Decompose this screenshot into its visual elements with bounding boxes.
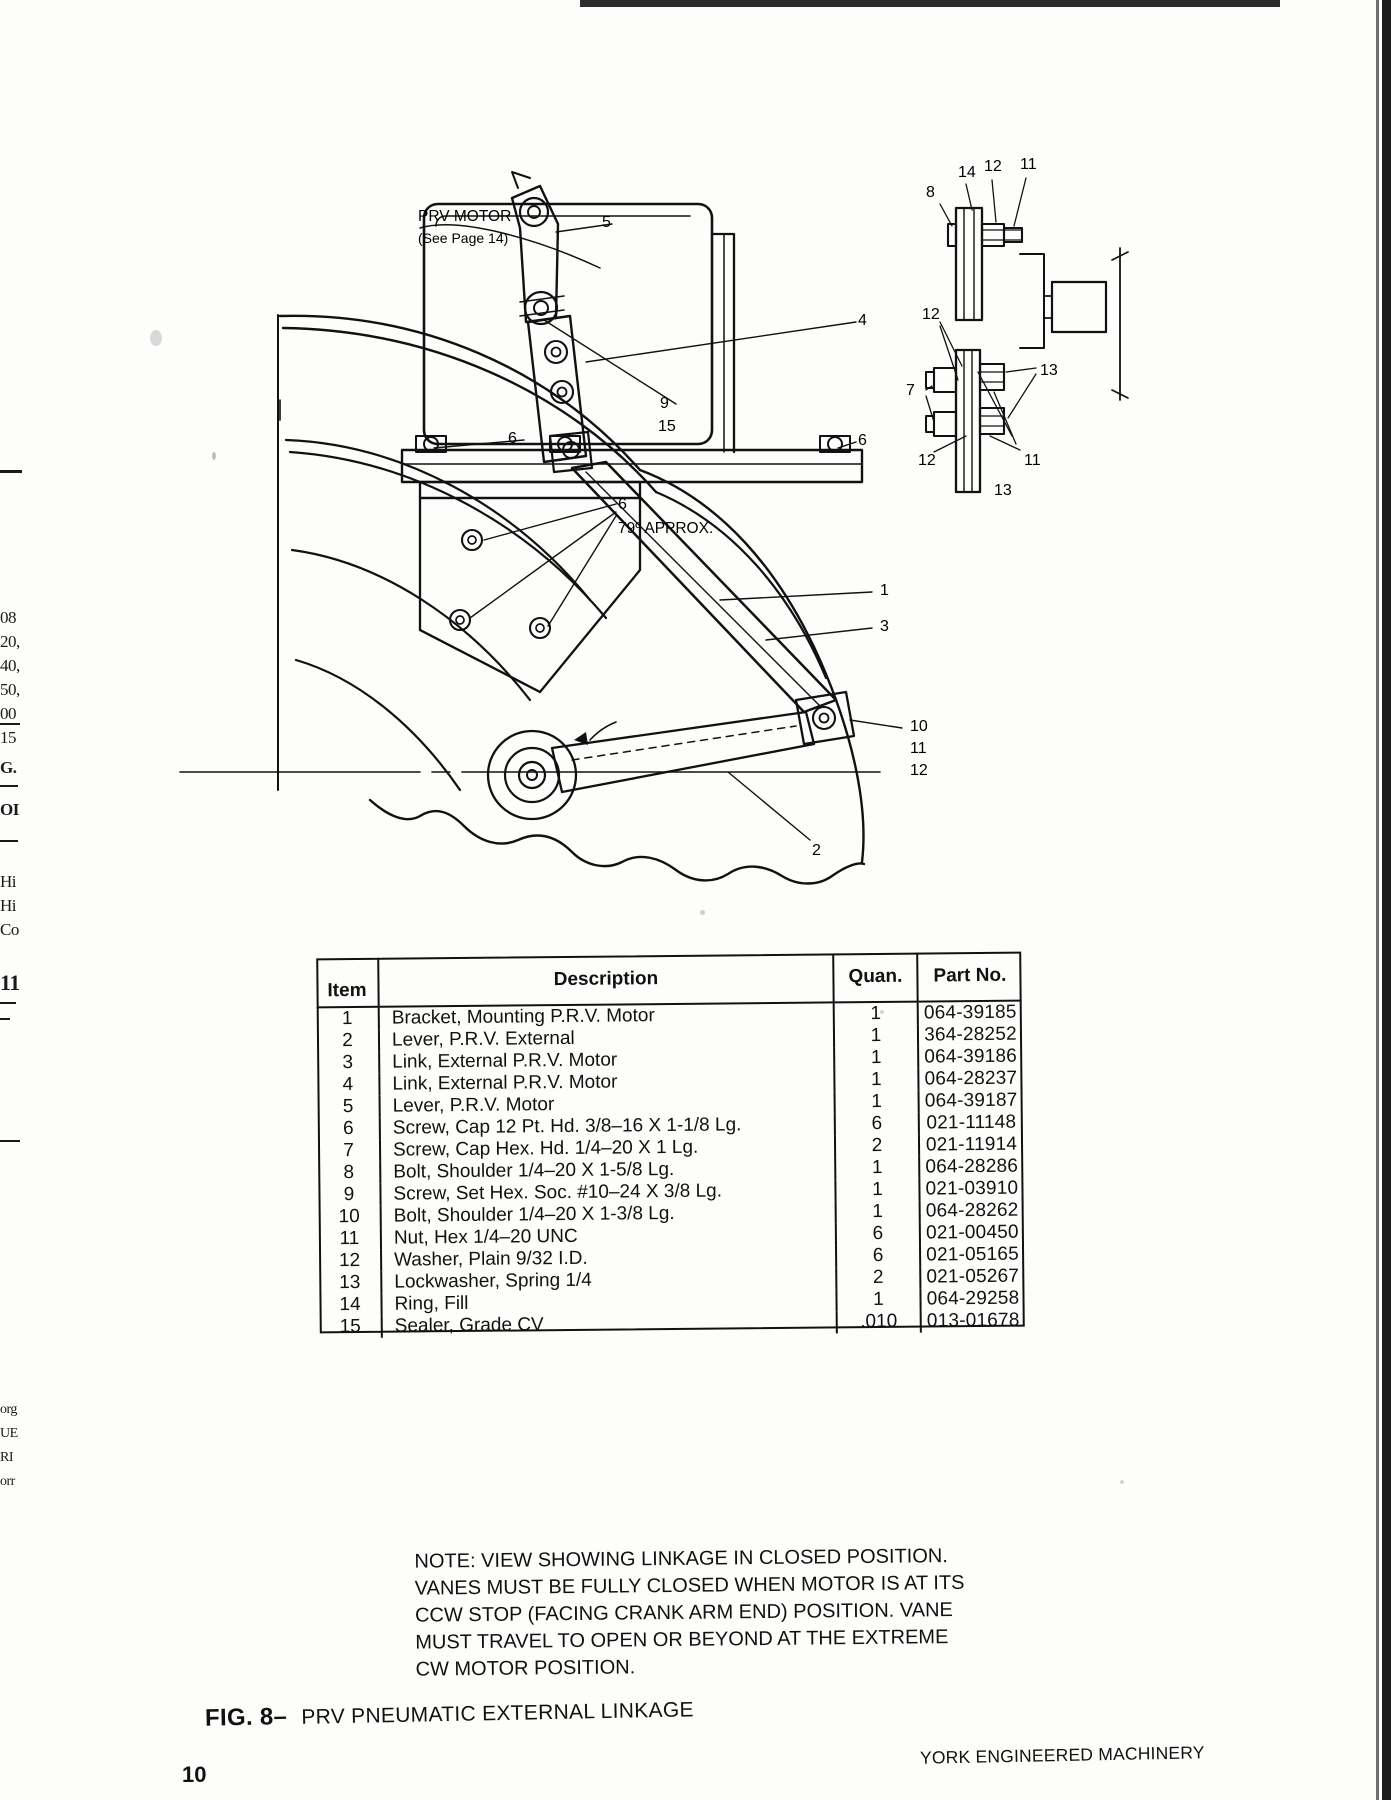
detail-callout-7: 7 bbox=[906, 382, 915, 399]
scan-speck bbox=[1120, 1480, 1124, 1484]
scan-speck bbox=[880, 1010, 884, 1014]
callout-15: 15 bbox=[658, 418, 676, 435]
note-block: NOTE: VIEW SHOWING LINKAGE IN CLOSED POS… bbox=[414, 1541, 1115, 1683]
callout-5: 5 bbox=[602, 214, 611, 231]
callout-4: 4 bbox=[858, 312, 867, 329]
figure-caption-prefix: FIG. 8– bbox=[204, 1703, 288, 1732]
callout-12: 12 bbox=[910, 762, 928, 779]
gutter-fragment: 50, bbox=[0, 680, 20, 699]
callout-6-right: 6 bbox=[858, 432, 867, 449]
gutter-fragment: 15 bbox=[0, 728, 17, 747]
scan-edge-right-secondary bbox=[1376, 0, 1379, 1800]
scan-edge-right bbox=[1382, 0, 1391, 1800]
callout-2: 2 bbox=[812, 842, 821, 859]
gutter-fragment: Hi bbox=[0, 872, 17, 891]
gutter-fragment: 00 bbox=[0, 704, 17, 723]
parts-table-container: Item Description Quan. Part No. 1 Bracke… bbox=[316, 951, 1025, 1339]
scan-speck bbox=[700, 910, 705, 915]
gutter-fragment: OI bbox=[0, 800, 19, 819]
callout-10: 10 bbox=[910, 718, 928, 735]
scan-edge-top bbox=[580, 0, 1280, 7]
angle-note: 79º APPROX. bbox=[618, 520, 714, 537]
gutter-fragment: 40, bbox=[0, 656, 20, 675]
prv-motor-label: PRV MOTOR bbox=[418, 208, 512, 225]
scan-speck bbox=[150, 330, 162, 346]
detail-callout-8: 8 bbox=[926, 184, 935, 201]
table-outer-border bbox=[316, 951, 1025, 1334]
scan-speck bbox=[212, 452, 216, 460]
callout-3: 3 bbox=[880, 618, 889, 635]
gutter-fragment: orr bbox=[0, 1474, 15, 1489]
gutter-fragment: UE bbox=[0, 1426, 18, 1441]
footer-company: YORK ENGINEERED MACHINERY bbox=[919, 1742, 1205, 1768]
gutter-fragment: Hi bbox=[0, 896, 17, 915]
figure-caption: FIG. 8– PRV PNEUMATIC EXTERNAL LINKAGE bbox=[205, 1695, 694, 1732]
detail-callout-14: 14 bbox=[958, 164, 976, 181]
callout-11: 11 bbox=[910, 740, 927, 757]
assembly-drawing: PRV MOTOR (See Page 14) 79º APPROX. 5 4 … bbox=[120, 100, 1240, 960]
gutter-fragment: 11 bbox=[0, 970, 20, 995]
gutter-fragment: G. bbox=[0, 758, 17, 777]
gutter-fragment: RI bbox=[0, 1450, 14, 1465]
callout-9: 9 bbox=[660, 395, 669, 412]
detail-callout-12-bottom: 12 bbox=[918, 452, 936, 469]
detail-callout-11-bottom: 11 bbox=[1024, 452, 1041, 469]
gutter-bleed: 08 20, 40, 50, 00 15 G. OI Hi Hi Co 11 o… bbox=[0, 440, 26, 1700]
detail-callout-13-bottom: 13 bbox=[994, 482, 1012, 499]
callout-1: 1 bbox=[880, 582, 889, 599]
detail-callout-11-top: 11 bbox=[1020, 156, 1037, 173]
gutter-fragment: 08 bbox=[0, 608, 17, 627]
detail-callout-13-right: 13 bbox=[1040, 362, 1058, 379]
detail-callout-12-left: 12 bbox=[922, 306, 940, 323]
callout-6-center: 6 bbox=[618, 496, 627, 513]
gutter-fragment: 20, bbox=[0, 632, 20, 651]
gutter-fragment: Co bbox=[0, 920, 19, 939]
page-number: 10 bbox=[182, 1762, 207, 1787]
figure-caption-text: PRV PNEUMATIC EXTERNAL LINKAGE bbox=[301, 1698, 695, 1729]
detail-callout-12-top: 12 bbox=[984, 158, 1002, 175]
prv-motor-sublabel: (See Page 14) bbox=[418, 230, 509, 246]
callout-6-left: 6 bbox=[508, 430, 517, 447]
gutter-fragment: org bbox=[0, 1402, 17, 1417]
